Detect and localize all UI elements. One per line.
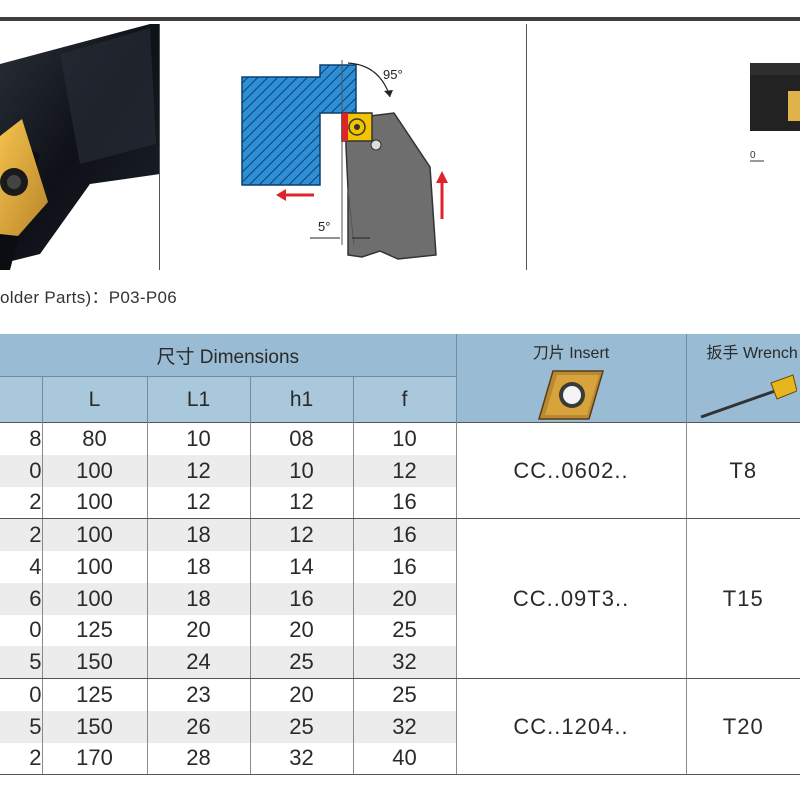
column-header-1: L [42, 376, 148, 423]
table-cell: 24 [147, 646, 251, 680]
table-cell: 10 [353, 421, 457, 455]
tool-holder-photo [0, 24, 160, 270]
table-cell: 2 [0, 486, 43, 520]
table-cell: 125 [42, 678, 148, 711]
table-cell: 16 [250, 582, 354, 615]
column-header-4: f [353, 376, 457, 423]
table-cell: 100 [42, 518, 148, 551]
table-cell: 0 [0, 614, 43, 647]
table-cell: 18 [147, 518, 251, 551]
column-header-2: L1 [147, 376, 251, 423]
top-rule [0, 17, 800, 21]
table-cell: 100 [42, 486, 148, 520]
insert-code-cell: CC..0602.. [456, 421, 687, 520]
table-cell: 08 [250, 421, 354, 455]
table-cell: 32 [353, 710, 457, 743]
table-cell: 12 [353, 454, 457, 487]
tool-holder-photo-right: 0 [740, 55, 800, 175]
photo-right-label: 0 [750, 150, 756, 161]
table-cell: 40 [353, 742, 457, 776]
table-cell: 10 [250, 454, 354, 487]
table-cell: 25 [353, 614, 457, 647]
column-header-0 [0, 376, 43, 423]
table-cell: 150 [42, 646, 148, 680]
dimensions-header: 尺寸 Dimensions [0, 334, 457, 377]
table-cell: 80 [42, 421, 148, 455]
panel-divider-left [159, 24, 160, 270]
table-cell: 100 [42, 551, 148, 583]
table-cell: 25 [250, 710, 354, 743]
angle-95-label: 95° [383, 67, 403, 82]
table-cell: 20 [353, 582, 457, 615]
table-cell: 23 [147, 678, 251, 711]
table-cell: 2 [0, 518, 43, 551]
table-cell: 2 [0, 742, 43, 776]
table-cell: 5 [0, 710, 43, 743]
table-cell: 4 [0, 551, 43, 583]
table-cell: 8 [0, 421, 43, 455]
table-cell: 5 [0, 646, 43, 680]
panel-divider-right [526, 24, 527, 270]
wrench-size-cell: T8 [686, 421, 800, 520]
table-cell: 12 [250, 486, 354, 520]
insert-header: 刀片 Insert [456, 334, 687, 423]
table-cell: 14 [250, 551, 354, 583]
wrench-header: 扳手 Wrench [686, 334, 800, 423]
table-cell: 32 [250, 742, 354, 776]
table-cell: 18 [147, 551, 251, 583]
parts-caption: older Parts)：P03-P06 [0, 288, 178, 307]
table-cell: 125 [42, 614, 148, 647]
table-cell: 12 [147, 486, 251, 520]
table-cell: 100 [42, 582, 148, 615]
wrench-size-cell: T15 [686, 518, 800, 679]
table-cell: 170 [42, 742, 148, 776]
table-cell: 20 [250, 678, 354, 711]
table-cell: 100 [42, 454, 148, 487]
table-cell: 16 [353, 518, 457, 551]
table-cell: 6 [0, 582, 43, 615]
insert-code-cell: CC..09T3.. [456, 518, 687, 679]
table-cell: 18 [147, 582, 251, 615]
table-cell: 25 [250, 646, 354, 680]
wrench-icon [700, 374, 797, 419]
column-header-3: h1 [250, 376, 354, 423]
table-cell: 20 [250, 614, 354, 647]
table-cell: 12 [250, 518, 354, 551]
insert-icon [538, 370, 604, 420]
table-cell: 20 [147, 614, 251, 647]
angle-5-label: 5° [318, 219, 330, 234]
table-cell: 10 [147, 421, 251, 455]
table-cell: 0 [0, 454, 43, 487]
insert-code-cell: CC..1204.. [456, 678, 687, 776]
table-cell: 26 [147, 710, 251, 743]
turning-diagram: 95° 5° [230, 55, 470, 270]
table-cell: 16 [353, 486, 457, 520]
table-cell: 16 [353, 551, 457, 583]
table-cell: 12 [147, 454, 251, 487]
wrench-size-cell: T20 [686, 678, 800, 776]
table-cell: 28 [147, 742, 251, 776]
spec-table: 尺寸 Dimensions 刀片 Insert 扳手 Wrench [0, 334, 800, 776]
table-cell: 0 [0, 678, 43, 711]
insert-header-label: 刀片 Insert [532, 345, 610, 362]
wrench-header-label: 扳手 Wrench [706, 345, 798, 362]
table-cell: 150 [42, 710, 148, 743]
table-cell: 25 [353, 678, 457, 711]
table-cell: 32 [353, 646, 457, 680]
